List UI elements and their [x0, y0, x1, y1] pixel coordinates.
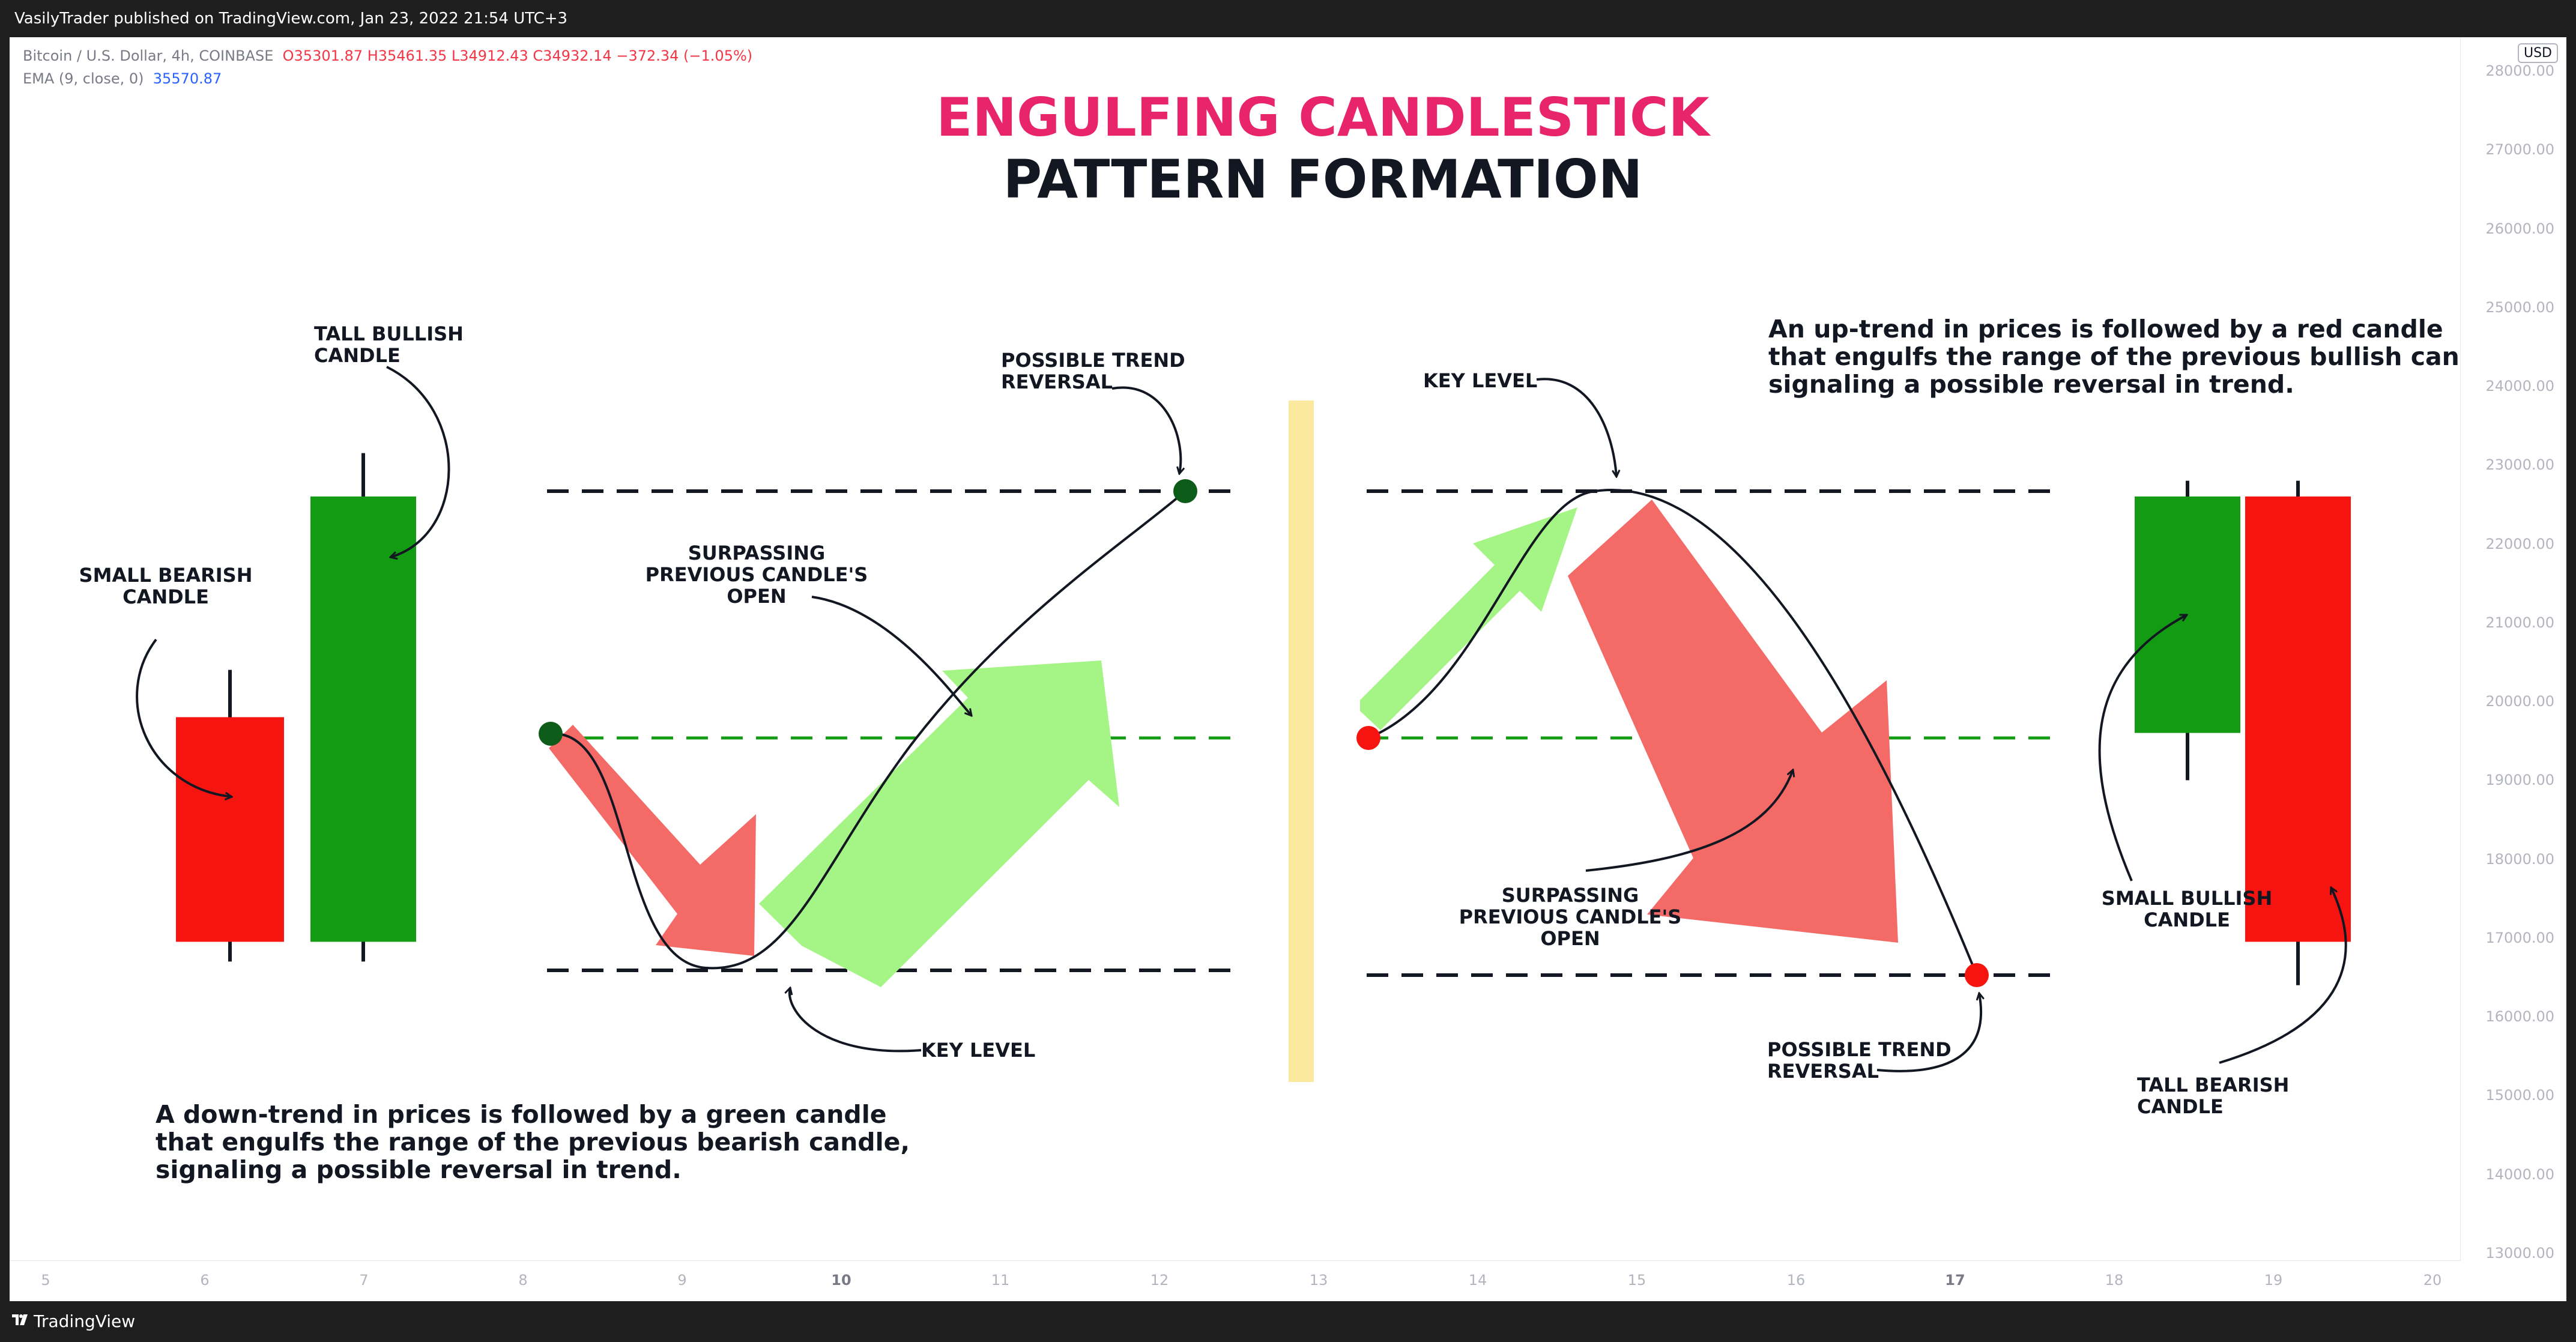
pointer-small-bearish [136, 638, 232, 797]
footer-brand: TradingView [34, 1311, 136, 1331]
time-tick: 5 [41, 1272, 50, 1289]
price-tick: 28000.00 [2485, 62, 2554, 79]
time-tick: 11 [991, 1272, 1010, 1289]
ohlc-change: −372.34 (−1.05%) [616, 47, 753, 64]
symbol-info-row: Bitcoin / U.S. Dollar, 4h, COINBASE O353… [23, 44, 752, 67]
symbol-legend[interactable]: Bitcoin / U.S. Dollar, 4h, COINBASE O353… [23, 44, 752, 90]
ohlc-open: O35301.87 [282, 47, 363, 64]
currency-badge[interactable]: USD [2517, 43, 2558, 63]
price-path-right [1368, 489, 1978, 976]
indicator-row[interactable]: EMA (9, close, 0) 35570.87 [23, 67, 752, 90]
price-tick: 20000.00 [2485, 693, 2554, 710]
pointer-tall-bearish [2219, 887, 2347, 1064]
time-tick: 13 [1309, 1272, 1328, 1289]
pointer-possible-reversal-right [1876, 993, 1981, 1072]
symbol-name: Bitcoin / U.S. Dollar, 4h, COINBASE [23, 47, 274, 64]
time-tick: 8 [518, 1272, 528, 1289]
price-tick: 17000.00 [2485, 929, 2554, 946]
price-tick: 26000.00 [2485, 220, 2554, 237]
time-tick: 17 [1945, 1272, 1965, 1289]
ohlc-low: L34912.43 [451, 47, 528, 64]
chart-canvas[interactable]: ENGULFING CANDLESTICK PATTERN FORMATION [10, 37, 2461, 1261]
ema-value: 35570.87 [153, 70, 222, 87]
time-tick: 14 [1468, 1272, 1487, 1289]
time-tick: 10 [831, 1272, 851, 1289]
bull-trend-arrow-left [759, 660, 1119, 987]
time-tick: 6 [200, 1272, 210, 1289]
price-tick: 27000.00 [2485, 141, 2554, 159]
bear-trend-arrow-left [549, 725, 756, 956]
price-tick: 14000.00 [2485, 1165, 2554, 1183]
price-tick: 18000.00 [2485, 850, 2554, 868]
bear-trend-arrow-right [1568, 500, 1898, 943]
label-key-level-right: KEY LEVEL [1423, 369, 1537, 392]
pointer-surpassing-right [1585, 770, 1793, 872]
pointer-key-level-right [1536, 378, 1616, 477]
paragraph-bullish: A down-trend in prices is followed by a … [156, 1100, 910, 1184]
time-tick: 7 [359, 1272, 369, 1289]
time-tick: 9 [677, 1272, 687, 1289]
price-tick: 25000.00 [2485, 298, 2554, 316]
time-tick: 15 [1627, 1272, 1646, 1289]
time-tick: 20 [2423, 1272, 2442, 1289]
start-point-left [539, 722, 563, 746]
price-tick: 24000.00 [2485, 378, 2554, 395]
price-tick: 22000.00 [2485, 535, 2554, 552]
chart-panel[interactable]: ENGULFING CANDLESTICK PATTERN FORMATION [10, 37, 2566, 1301]
chart-title: ENGULFING CANDLESTICK [936, 86, 1711, 148]
price-path-left [550, 490, 1187, 970]
price-tick: 16000.00 [2485, 1008, 2554, 1026]
time-tick: 16 [1786, 1272, 1806, 1289]
pointer-tall-bullish [386, 366, 450, 557]
bull-trend-arrow-right [1360, 507, 1577, 730]
reversal-point-left [1173, 479, 1197, 503]
candle-bearish[interactable] [176, 717, 284, 942]
price-tick: 15000.00 [2485, 1087, 2554, 1104]
reversal-point-right [1965, 963, 1989, 987]
divider-bar [1289, 400, 1314, 1082]
ohlc-close: C34932.14 [533, 47, 612, 64]
published-info: VasilyTrader published on TradingView.co… [14, 10, 568, 28]
pointer-small-bullish [2098, 614, 2187, 881]
ema-label: EMA (9, close, 0) [23, 70, 144, 87]
footer-bar: TradingView [0, 1301, 2576, 1342]
price-axis[interactable]: USD 28000.00 27000.00 26000.00 25000.00 2400… [2460, 37, 2566, 1262]
label-key-level-left: KEY LEVEL [921, 1039, 1035, 1062]
pointer-key-level-left [790, 988, 922, 1053]
time-axis[interactable]: 5 6 7 8 9 10 11 12 13 14 15 16 17 18 19 20 [10, 1260, 2461, 1301]
chart-subtitle: PATTERN FORMATION [1003, 148, 1643, 210]
pointer-surpassing-left [811, 596, 972, 716]
start-point-right [1356, 726, 1380, 750]
time-tick: 18 [2105, 1272, 2124, 1289]
price-tick: 13000.00 [2485, 1245, 2554, 1262]
ohlc-high: H35461.35 [367, 47, 447, 64]
price-tick: 21000.00 [2485, 614, 2554, 631]
price-tick: 19000.00 [2485, 772, 2554, 789]
paragraph-bearish: An up-trend in prices is followed by a r… [1768, 315, 2461, 399]
tradingview-logo-icon [12, 1314, 28, 1325]
candle-bearish[interactable] [2245, 496, 2351, 942]
time-tick: 19 [2264, 1272, 2283, 1289]
candle-bullish[interactable] [2135, 496, 2240, 733]
price-tick: 23000.00 [2485, 456, 2554, 474]
pointer-possible-reversal-left [1111, 386, 1181, 474]
time-tick: 12 [1150, 1272, 1169, 1289]
candle-bullish[interactable] [310, 496, 416, 942]
